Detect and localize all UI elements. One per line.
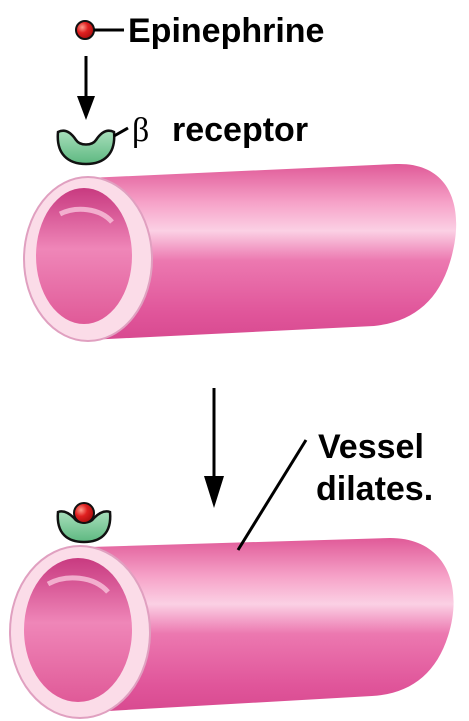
- receptor-label: receptor: [172, 111, 308, 149]
- process-arrow: [204, 388, 224, 508]
- dilates-leader-line: [238, 440, 306, 550]
- top-vessel: [24, 164, 456, 341]
- beta-receptor: [58, 131, 114, 164]
- binding-arrow: [77, 56, 95, 120]
- beta-symbol: β: [132, 112, 149, 149]
- bottom-vessel: [10, 538, 454, 718]
- receptor-leader-line: [114, 128, 128, 136]
- dilates-label: dilates.: [316, 470, 433, 508]
- epinephrine-label: Epinephrine: [128, 12, 324, 50]
- epinephrine-molecule: [76, 21, 94, 39]
- vessel-label: Vessel: [318, 428, 424, 466]
- bound-receptor: [58, 503, 110, 542]
- bound-epinephrine: [74, 503, 94, 523]
